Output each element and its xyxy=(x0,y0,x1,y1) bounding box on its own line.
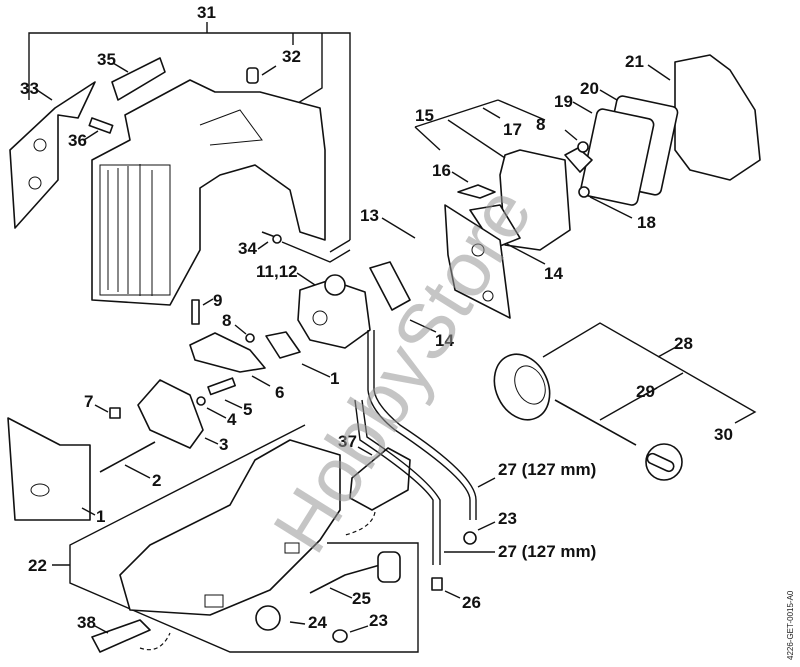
callout-14-upper: 14 xyxy=(544,264,563,283)
drawing-code: 4226-GET-0015-A0 xyxy=(786,590,795,660)
callout-23-lower: 23 xyxy=(369,611,388,630)
callout-18: 18 xyxy=(637,213,656,232)
part-23-grommet-upper xyxy=(463,521,496,545)
part-14-gasket-lower xyxy=(369,261,437,333)
leader-31 xyxy=(28,22,351,253)
callout-37: 37 xyxy=(338,432,357,451)
callout-28: 28 xyxy=(674,334,693,353)
callout-4: 4 xyxy=(227,410,237,429)
callout-31: 31 xyxy=(197,3,216,22)
callout-2: 2 xyxy=(152,471,162,490)
part-4-washer xyxy=(196,396,227,419)
callout-13: 13 xyxy=(360,206,379,225)
callout-30: 30 xyxy=(714,425,733,444)
part-16-lever xyxy=(451,171,496,199)
part-17-clip xyxy=(564,129,593,173)
part-32-sleeve xyxy=(246,65,277,84)
callout-27-upper: 27 (127 mm) xyxy=(498,460,597,479)
leader-22 xyxy=(52,424,419,653)
part-6-flange xyxy=(189,332,271,387)
callout-38: 38 xyxy=(77,613,96,632)
part-34-screw xyxy=(257,231,351,263)
callout-15: 15 xyxy=(415,106,434,125)
part-25-hose xyxy=(309,551,401,599)
callout-9: 9 xyxy=(213,291,223,310)
part-10-gasket xyxy=(265,331,331,378)
part-30-tether xyxy=(645,443,683,481)
callout-10-partial: 1 xyxy=(330,369,340,388)
arrow-38 xyxy=(139,632,171,651)
callout-33: 33 xyxy=(20,79,39,98)
part-19-filter xyxy=(572,101,655,206)
callout-1: 1 xyxy=(96,507,106,526)
callout-29: 29 xyxy=(636,382,655,401)
callout-5: 5 xyxy=(243,400,253,419)
callout-26: 26 xyxy=(462,593,481,612)
part-18-nut xyxy=(578,186,633,219)
callout-21: 21 xyxy=(625,52,644,71)
callout-20: 20 xyxy=(580,79,599,98)
part-5-screw xyxy=(207,377,243,409)
callout-36: 36 xyxy=(68,131,87,150)
part-38-pad xyxy=(91,619,151,653)
callout-35: 35 xyxy=(97,50,116,69)
leader-28-29-30 xyxy=(542,322,757,424)
part-8-washer xyxy=(234,324,255,343)
part-11-12-carburetor xyxy=(296,272,371,349)
part-37-label xyxy=(349,446,411,511)
callout-3: 3 xyxy=(219,435,229,454)
callout-27-lower: 27 (127 mm) xyxy=(498,542,597,561)
callout-19: 19 xyxy=(554,92,573,111)
part-3-bracket xyxy=(137,379,219,449)
callout-34: 34 xyxy=(238,239,257,258)
callout-23-upper: 23 xyxy=(498,509,517,528)
part-1-shield xyxy=(7,417,96,521)
part-9-screw xyxy=(191,298,214,325)
arrow-37 xyxy=(344,511,376,536)
part-33-cover xyxy=(9,81,96,229)
part-26-fitting xyxy=(431,577,461,599)
callout-17: 17 xyxy=(503,120,522,139)
part-28-fuel-cap xyxy=(493,353,551,421)
part-27-tubes xyxy=(354,330,496,565)
part-2-bolt xyxy=(99,441,156,479)
part-13-plate xyxy=(381,204,511,319)
callout-22: 22 xyxy=(28,556,47,575)
part-35-plate xyxy=(111,57,166,101)
part-7-screw xyxy=(94,404,121,419)
callout-14-lower: 14 xyxy=(435,331,454,350)
callout-8-filter: 8 xyxy=(536,115,546,134)
part-24-pickup xyxy=(255,605,306,631)
callout-7: 7 xyxy=(84,392,94,411)
part-23-grommet-lower xyxy=(332,625,369,643)
part-31-shroud xyxy=(91,79,326,306)
part-22-fuel-tank xyxy=(119,439,341,616)
callout-32: 32 xyxy=(282,47,301,66)
part-15-carb-box xyxy=(414,99,571,251)
callout-11-12: 11,12 xyxy=(256,262,298,281)
callout-24: 24 xyxy=(308,613,327,632)
callout-6: 6 xyxy=(275,383,285,402)
part-21-filter-cover xyxy=(647,54,761,181)
part-36-screw xyxy=(83,117,114,141)
part-29-rod xyxy=(554,399,637,446)
callout-8-manifold: 8 xyxy=(222,311,232,330)
callout-16: 16 xyxy=(432,161,451,180)
callout-25: 25 xyxy=(352,589,371,608)
